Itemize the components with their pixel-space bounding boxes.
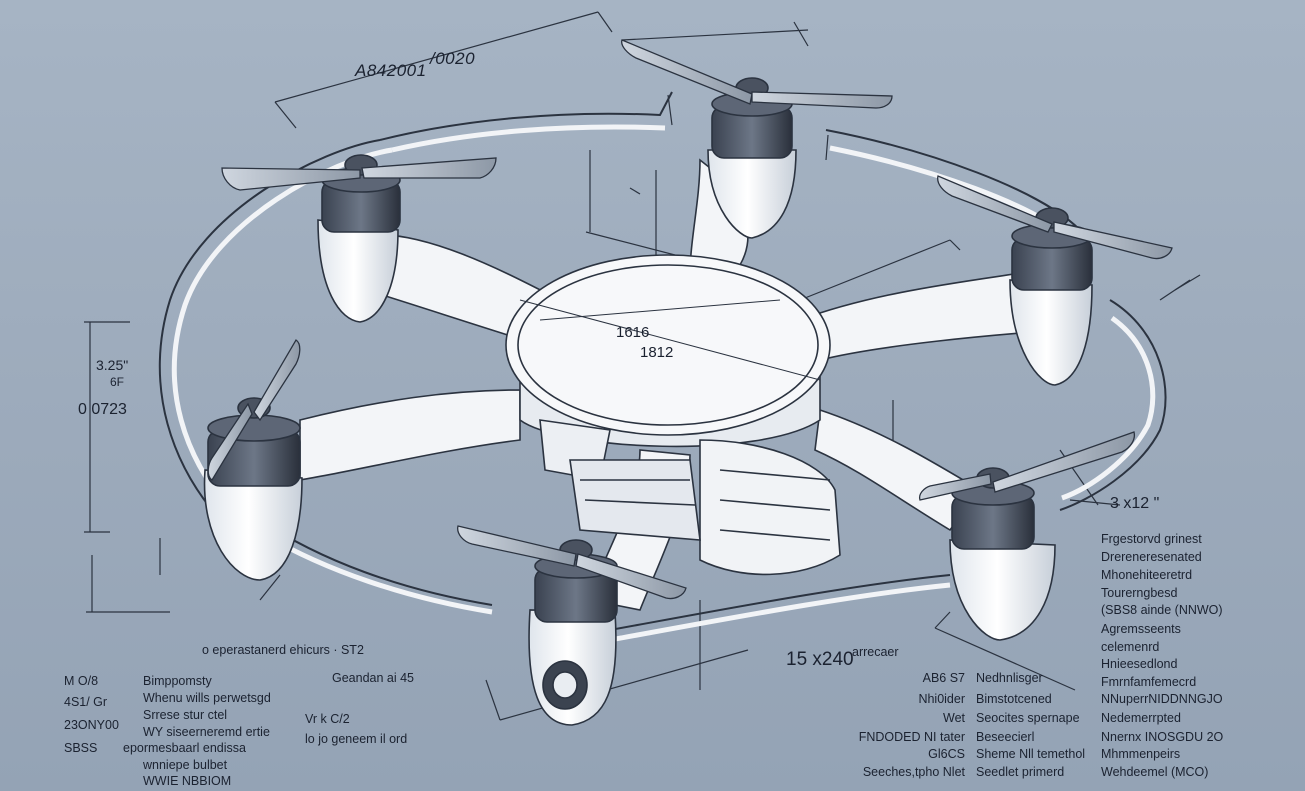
propellers [207,39,1173,600]
dimension-left-height-a: 3.25" [96,357,129,373]
note-spec-mid: Nedhnlisger [976,671,1043,685]
note-spec-far: Frgestorvd grinest [1101,532,1202,546]
note-spec-far: Drereneresenated [1101,550,1202,564]
note-code-right: Wet [943,711,965,725]
note-spec: epormesbaarl endissa [123,741,246,755]
note-spec-far: Agremsseents [1101,622,1181,636]
note-code-right: Seeches,tpho Nlet [862,765,965,779]
dimension-top-span-b: /0020 [430,49,476,68]
note-spec: Bimppomsty [143,674,212,688]
note-spec-mid: Seocites spernape [976,711,1080,725]
note-mid-a: Vr k C/2 [305,712,350,726]
notes-left-row2: Geandan ai 45 [332,671,415,685]
note-spec-mid: Sheme Nll temethol [976,747,1086,761]
note-spec-far: Fmrnfamfemecrd [1101,675,1197,689]
note-code-right: Gl6CS [928,747,965,761]
note-spec-far: Tourerngbesd [1101,586,1178,600]
note-spec-far: Hnieesedlond [1101,657,1178,671]
central-body [505,254,841,576]
dimension-bottom-width-suffix: arrecaer [852,645,899,659]
note-mid-b: lo jo geneem il ord [305,732,408,746]
note-spec-mid: Bimstotcened [976,692,1052,706]
note-code: M O/8 [64,674,99,688]
note-code-right: FNDODED NI tater [858,730,965,744]
dimension-body-top: 1616 [616,324,650,341]
guard-rings [158,91,1167,643]
note-code: 23ONY00 [64,718,119,732]
dimension-top-span: A842001 [355,61,427,80]
note-code: 4S1/ Gr [64,695,108,709]
motor-pods [203,77,1093,726]
note-spec-far: Nedemerrpted [1101,711,1181,725]
note-code-right: AB6 S7 [922,671,965,685]
note-spec-far: Mhmmenpeirs [1101,747,1181,761]
dimension-lines [84,11,1201,721]
note-spec-far: NNuperrNIDDNNGJO [1101,692,1223,706]
drone-arms [299,158,1062,611]
notes-left-header: o eperastanerd ehicurs · ST2 [202,643,364,657]
note-spec-mid: Seedlet primerd [976,765,1065,779]
note-spec-far: celemenrd [1101,640,1160,654]
note-spec-far: Nnernx INOSGDU 2O [1101,730,1224,744]
dimension-right-width: 3 x12 " [1110,495,1160,512]
note-spec: Srrese stur ctel [143,708,228,722]
dimension-left-height-c: 0 0723 [78,401,127,418]
note-spec-mid: Beseecierl [976,730,1035,744]
note-spec: Whenu wills perwetsgd [143,691,271,705]
note-spec-far: (SBS8 ainde (NNWO) [1101,603,1223,617]
dimension-body-bottom: 1812 [640,344,674,361]
note-spec: wnniepe bulbet [143,758,228,772]
note-code-right: Nhi0ider [918,692,965,706]
note-spec-far: Wehdeemel (MCO) [1101,765,1209,779]
note-code: SBSS [64,741,98,755]
dimension-bottom-width: 15 x240 [786,649,854,670]
dimension-left-height-b: 6F [110,375,125,389]
note-spec: WWIE NBBIOM [143,774,232,788]
note-spec-far: Mhonehiteeretrd [1101,568,1193,582]
note-spec: WY siseerneremd ertie [143,725,270,739]
